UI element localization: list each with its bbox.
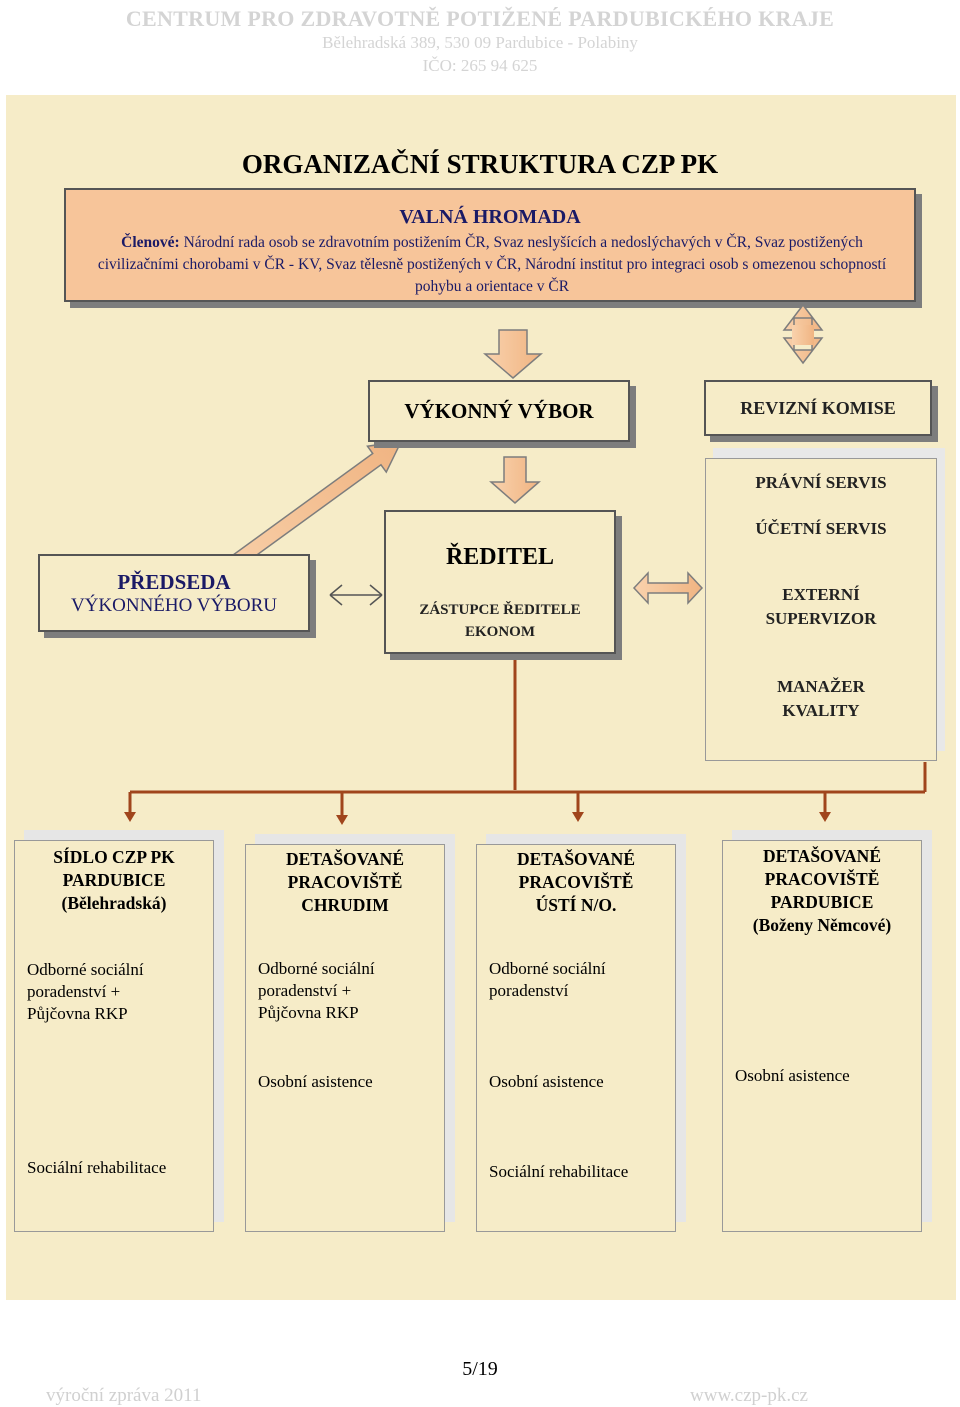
branch-column-chrudim: DETAŠOVANÉ PRACOVIŠTĚ CHRUDIM Odborné so…: [245, 844, 445, 1232]
branch-heading-line2: PRACOVIŠTĚ: [287, 872, 403, 892]
distribution-arrowheads: [124, 812, 831, 825]
organization-address: Bělehradská 389, 530 09 Pardubice - Pola…: [322, 33, 638, 52]
zastupce-reditele: ZÁSTUPCE ŘEDITELE: [419, 602, 581, 618]
branch-heading-line3: ÚSTÍ N/O.: [535, 895, 617, 915]
manazer-kvality-line2: KVALITY: [782, 701, 860, 720]
externi-supervizor-line2: SUPERVIZOR: [765, 609, 877, 628]
vykonny-vybor-box: VÝKONNÝ VÝBOR: [368, 380, 630, 442]
arrow-down-reditel: [489, 456, 541, 504]
branch-heading-line1: DETAŠOVANÉ: [517, 849, 635, 869]
service-osobni-asistence: Osobní asistence: [489, 1072, 604, 1091]
branch-heading-line3: CHRUDIM: [301, 895, 389, 915]
service-socialni-rehabilitace: Sociální rehabilitace: [27, 1158, 167, 1177]
page-number: 5/19: [462, 1358, 498, 1380]
footer-report: výroční zpráva 2011: [46, 1385, 202, 1406]
ucetni-servis: ÚČETNÍ SERVIS: [755, 519, 887, 538]
service-line: Odborné sociální: [27, 960, 144, 979]
organization-ico: IČO: 265 94 625: [422, 56, 538, 75]
branch-column-pardubice-bn: DETAŠOVANÉ PRACOVIŠTĚ PARDUBICE (Boženy …: [722, 840, 922, 1232]
externi-supervizor-line1: EXTERNÍ: [782, 585, 860, 604]
footer-website: www.czp-pk.cz: [690, 1385, 808, 1406]
service-line: poradenství +: [27, 982, 121, 1001]
arrow-double-services: [632, 571, 704, 605]
predseda-box: PŘEDSEDA VÝKONNÉHO VÝBORU: [38, 554, 310, 632]
organization-header: CENTRUM PRO ZDRAVOTNĚ POTIŽENÉ PARDUBICK…: [125, 6, 835, 31]
branch-heading-line1: DETAŠOVANÉ: [286, 849, 404, 869]
arrow-double-revizni-shaft: [792, 325, 814, 345]
branch-column-usti: DETAŠOVANÉ PRACOVIŠTĚ ÚSTÍ N/O. Odborné …: [476, 844, 676, 1232]
branch-heading-line1: SÍDLO CZP PK: [53, 847, 175, 867]
ekonom: EKONOM: [465, 624, 535, 640]
branch-heading-line4: (Boženy Němcové): [752, 915, 892, 935]
service-osobni-asistence: Osobní asistence: [258, 1072, 373, 1091]
members-label: Členové:: [121, 234, 180, 251]
valna-hromada-box: VALNÁ HROMADA Členové: Národní rada osob…: [64, 188, 916, 302]
vykonny-vybor-label: VÝKONNÝ VÝBOR: [404, 398, 594, 423]
arrow-double-predseda-reditel: [329, 584, 383, 606]
branch-heading-line3: (Bělehradská): [61, 893, 167, 913]
service-socialni-rehabilitace: Sociální rehabilitace: [489, 1162, 629, 1181]
branch-heading-line2: PRACOVIŠTĚ: [518, 872, 634, 892]
predseda-line2: VÝKONNÉHO VÝBORU: [70, 594, 277, 616]
valna-hromada-members: Členové: Národní rada osob se zdravotním…: [86, 232, 898, 298]
service-line: poradenství: [489, 981, 569, 1000]
service-line: Odborné sociální: [489, 959, 606, 978]
reditel-box: ŘEDITEL ZÁSTUPCE ŘEDITELE EKONOM: [384, 510, 616, 654]
branch-heading-line1: DETAŠOVANÉ: [763, 846, 881, 866]
branch-column-sidlo: SÍDLO CZP PK PARDUBICE (Bělehradská) Odb…: [14, 840, 214, 1232]
members-text: Národní rada osob se zdravotním postižen…: [97, 234, 887, 295]
service-line: Půjčovna RKP: [258, 1003, 359, 1022]
pravni-servis: PRÁVNÍ SERVIS: [755, 473, 887, 492]
services-column: PRÁVNÍ SERVIS ÚČETNÍ SERVIS EXTERNÍ SUPE…: [705, 458, 937, 761]
service-osobni-asistence: Osobní asistence: [735, 1066, 850, 1085]
predseda-line1: PŘEDSEDA: [117, 569, 231, 594]
service-line: Půjčovna RKP: [27, 1004, 128, 1023]
valna-hromada-title: VALNÁ HROMADA: [399, 206, 581, 228]
distribution-lines: [128, 655, 927, 818]
reditel-title: ŘEDITEL: [445, 544, 555, 570]
manazer-kvality-line1: MANAŽER: [777, 677, 865, 696]
branch-heading-line2: PRACOVIŠTĚ: [764, 869, 880, 889]
revizni-komise-box: REVIZNÍ KOMISE: [704, 380, 932, 436]
page-title: ORGANIZAČNÍ STRUKTURA CZP PK: [241, 149, 719, 179]
branch-heading-line3: PARDUBICE: [770, 892, 874, 912]
branch-heading-line2: PARDUBICE: [62, 870, 166, 890]
revizni-komise-label: REVIZNÍ KOMISE: [740, 397, 896, 418]
arrow-down-vykonny: [482, 329, 544, 379]
service-line: Odborné sociální: [258, 959, 375, 978]
service-line: poradenství +: [258, 981, 352, 1000]
